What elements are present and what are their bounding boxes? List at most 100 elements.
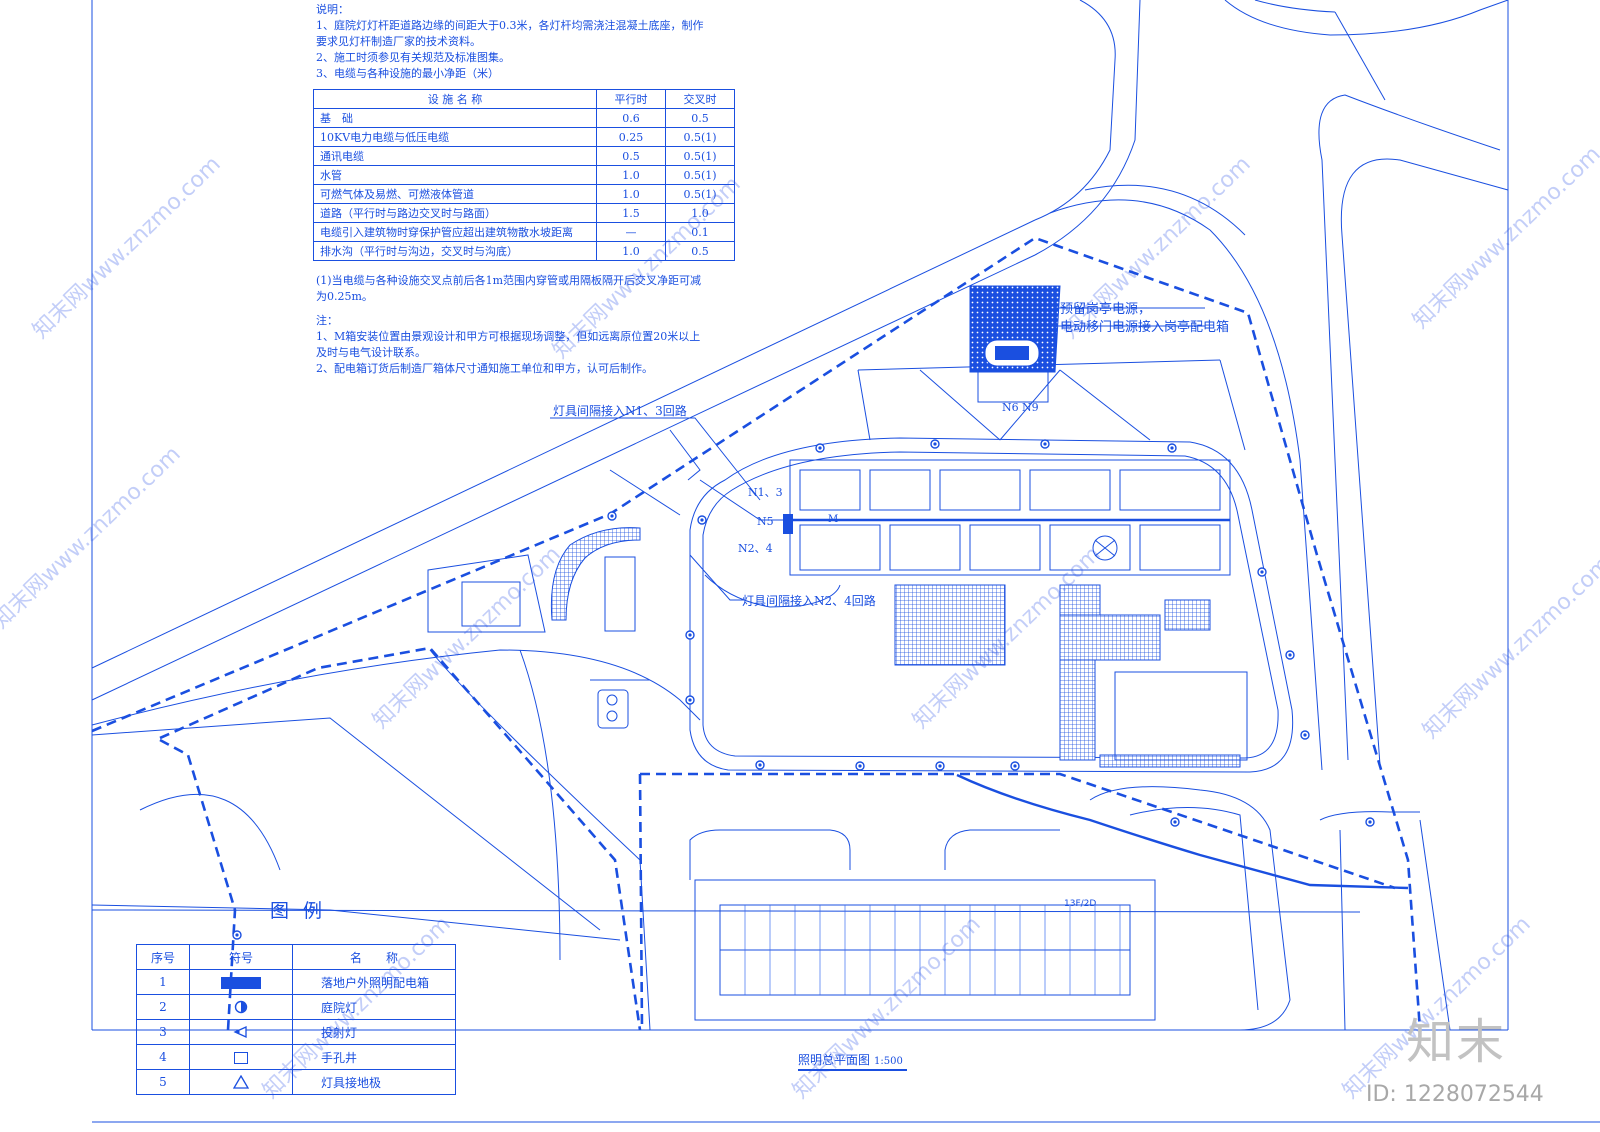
cell-parallel: 0.25 [596,127,666,147]
label-n24: N2、4 [738,542,773,555]
garden-lamp-icon [697,515,707,525]
legend-row: 2 庭院灯 [136,994,456,1020]
cell-crossing: 0.5(1) [665,146,735,166]
legend-no: 4 [136,1044,190,1070]
handhole-icon [234,1051,248,1064]
footnote-line: 为0.25m。 [316,290,373,303]
garden-lamp-icon [855,761,865,771]
callout-reserve-power-2: 电动移门电源接入岗亭配电箱 [1060,320,1230,335]
parking-building [689,829,1156,1021]
post-notes-line: 2、配电箱订货后制造厂箱体尺寸通知施工单位和甲方，认可后制作。 [316,362,653,375]
cell-parallel: 1.0 [596,241,666,261]
brand-id: ID: 1228072544 [1366,1082,1544,1107]
gatehouse [969,285,1061,403]
design-notes: 说明： 1、庭院灯灯杆距道路边缘的间距大于0.3米，各灯杆均需浇注混凝土底座，制… [316,2,736,82]
cell-facility: 通讯电缆 [313,146,597,166]
post-notes-heading: 注： [316,314,338,327]
garden-lamp-icon [930,439,940,449]
cell-facility: 10KV电力电缆与低压电缆 [313,127,597,147]
filled-box-icon [221,976,261,989]
garden-lamp-icon [234,1001,248,1014]
plan-title-name: 照明总平面图 [798,1053,871,1067]
post-notes-line: 及时与电气设计联系。 [316,346,426,359]
garden-lamp-icon [935,761,945,771]
legend-no: 5 [136,1069,190,1095]
cell-facility: 基 础 [313,108,597,128]
legend-title: 图 例 [270,900,327,922]
legend-no: 1 [136,969,190,995]
post-notes: (1)当电缆与各种设施交叉点前后各1m范围内穿管或用隔板隔开后交叉净距可减 为0… [316,273,756,377]
garden-lamp-icon [1300,730,1310,740]
cell-facility: 可燃气体及易燃、可燃液体管道 [313,184,597,204]
notes-line: 3、电缆与各种设施的最小净距（米） [316,67,499,80]
brand-logo: 知末 [1406,1014,1507,1070]
cell-crossing: 0.5 [665,108,735,128]
garden-lamp-icon [685,630,695,640]
legend-table: 序号 符号 名 称 1 落地户外照明配电箱 2 庭院灯 3 投射灯 4 手孔井 … [136,944,456,1095]
garden-lamp-icon [1040,439,1050,449]
cell-parallel: 0.6 [596,108,666,128]
cell-parallel: 1.5 [596,203,666,223]
legend-row: 5 灯具接地极 [136,1069,456,1095]
cell-parallel: 1.0 [596,165,666,185]
label-building-tag: 13F/2D [1064,899,1096,909]
legend-col-no: 序号 [136,944,190,970]
garden-lamp-icon [607,511,617,521]
garden-lamps [232,439,1375,940]
roads [91,0,1509,1031]
garden-lamp-icon [1170,817,1180,827]
leader-lines [550,307,1205,601]
legend-name: 投射灯 [292,1019,456,1045]
cell-crossing: 0.5(1) [665,184,735,204]
label-n5: N5 [757,515,774,528]
callout-lights-n2-n4: 灯具间隔接入N2、4回路 [742,594,876,608]
cell-crossing: 0.5 [665,241,735,261]
notes-line: 要求见灯杆制造厂家的技术资料。 [316,35,481,48]
legend-name: 庭院灯 [292,994,456,1020]
label-n13: N1、3 [748,486,783,499]
garden-lamp-icon [1257,567,1267,577]
label-m: M [828,514,838,525]
garden-lamp-icon [1010,761,1020,771]
cell-parallel: 0.5 [596,146,666,166]
west-annex [427,527,650,729]
cell-facility: 道路（平行时与路边交叉时与路面） [313,203,597,223]
floodlight-icon [233,1026,247,1039]
cell-parallel: 1.0 [596,184,666,204]
cell-crossing: 0.5(1) [665,127,735,147]
table-row: 电缆引入建筑物时穿保护管应超出建筑物散水坡距离—0.1 [313,222,735,242]
cell-facility: 电缆引入建筑物时穿保护管应超出建筑物散水坡距离 [313,222,597,242]
label-n9: N9 [1022,401,1039,414]
callout-reserve-power-1: 预留岗亭电源， [1060,302,1152,317]
post-notes-line: 1、M箱安装位置由景观设计和甲方可根据现场调整，但如远离原位置20米以上 [316,330,701,343]
legend-name: 灯具接地极 [292,1069,456,1095]
notes-heading: 说明： [316,3,349,16]
garden-lamp-icon [685,695,695,705]
legend-no: 3 [136,1019,190,1045]
notes-line: 1、庭院灯灯杆距道路边缘的间距大于0.3米，各灯杆均需浇注混凝土底座，制作 [316,19,704,32]
cell-facility: 排水沟（平行时与沟边，交叉时与沟底） [313,241,597,261]
garden-lamp-icon [1167,443,1177,453]
footnote-line: (1)当电缆与各种设施交叉点前后各1m范围内穿管或用隔板隔开后交叉净距可减 [316,274,702,287]
parking-stalls [744,905,1121,995]
notes-line: 2、施工时须参见有关规范及标准图集。 [316,51,510,64]
garden-lamp-icon [1365,817,1375,827]
legend-col-symbol: 符号 [189,944,293,970]
garden-lamp-icon [815,443,825,453]
table-header-row: 设 施 名 称 平行时 交叉时 [313,89,735,109]
cell-crossing: 0.5(1) [665,165,735,185]
ground-electrode-icon [232,1074,250,1089]
garden-lamp-icon [1285,650,1295,660]
col-facility: 设 施 名 称 [313,89,597,109]
cell-facility: 水管 [313,165,597,185]
legend-no: 2 [136,994,190,1020]
plan-title-scale: 1:500 [874,1056,903,1067]
